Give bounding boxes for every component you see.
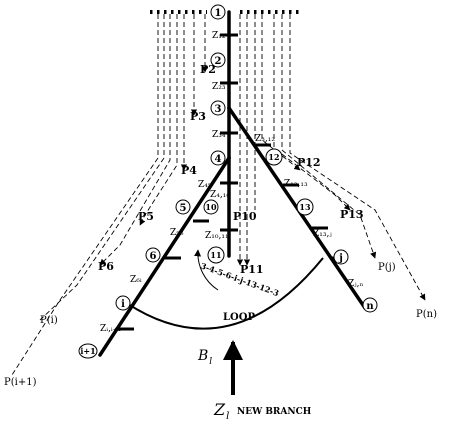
branch-b-label: Bl (197, 348, 212, 367)
power-flow-lines-left (11, 14, 209, 376)
node-13: 13 (299, 202, 311, 212)
impedance-z1213: Z₁₂,₁₃ (284, 179, 308, 189)
node-labels: 1 2 3 4 5 10 6 i i+1 11 12 13 j n (80, 8, 374, 356)
power-p3: P3 (190, 110, 206, 123)
impedance-z6i: Z₆ᵢ (130, 275, 142, 285)
power-p10: P10 (233, 210, 257, 223)
loop-arcs (124, 249, 324, 330)
new-branch: Bl Zl NEW BRANCH (197, 340, 312, 422)
node-11: 11 (210, 250, 221, 260)
node-circles (78, 4, 378, 359)
impedance-z34: Z₃₄ (212, 130, 226, 140)
power-pi1: P(i+1) (4, 377, 37, 388)
power-p12: P12 (297, 156, 321, 169)
node-12: 12 (268, 152, 279, 162)
impedance-z1011: Z₁₀,₁₁ (205, 231, 229, 241)
node-10: 10 (205, 202, 217, 212)
loop-label: LOOP (223, 312, 255, 323)
power-pj: P(j) (378, 262, 396, 273)
impedance-z56: Z₅₆ (170, 228, 184, 238)
power-pn: P(n) (416, 309, 437, 320)
impedance-zii1: Zᵢ,ᵢ₊₁ (100, 324, 121, 334)
power-p13: P13 (340, 208, 364, 221)
impedance-labels: Z₁₂ Z₂₃ Z₃₄ Z₄₅ Z₄,₁₀ Z₅₆ Z₁₀,₁₁ Z₆ᵢ Zᵢ,… (100, 31, 363, 334)
impedance-zjn: Zⱼ,ₙ (348, 279, 363, 289)
power-p2: P2 (200, 63, 216, 76)
power-pi: P(i) (40, 315, 58, 326)
node-1: 1 (215, 8, 222, 19)
branch-z-label: Zl (213, 400, 229, 422)
impedance-z45: Z₄₅ (198, 180, 212, 190)
node-4: 4 (215, 154, 222, 165)
power-p4: P4 (181, 164, 197, 177)
impedance-z13j: Z₁₃,ⱼ (313, 229, 332, 239)
new-branch-label: NEW BRANCH (237, 407, 312, 417)
node-2: 2 (215, 56, 222, 67)
node-3: 3 (215, 104, 222, 115)
node-i: i (121, 299, 125, 310)
power-p6: P6 (98, 260, 114, 273)
power-flow-lines-right (236, 14, 426, 301)
power-labels: P2 P3 P4 P5 P6 P(i) P(i+1) P10 P11 P12 P… (4, 63, 437, 388)
impedance-z12: Z₁₂ (212, 31, 226, 41)
power-p11: P11 (240, 263, 264, 276)
node-j: j (338, 253, 343, 264)
impedance-z312: Z₃,₁₂ (255, 134, 275, 144)
node-i-plus-1: i+1 (80, 346, 95, 356)
impedance-z23: Z₂₃ (212, 82, 226, 92)
node-6: 6 (150, 251, 157, 262)
impedance-z410: Z₄,₁₀ (210, 190, 230, 200)
node-5: 5 (180, 203, 187, 214)
power-p5: P5 (138, 210, 154, 223)
bus-ticks (118, 33, 347, 331)
node-n: n (366, 301, 374, 312)
